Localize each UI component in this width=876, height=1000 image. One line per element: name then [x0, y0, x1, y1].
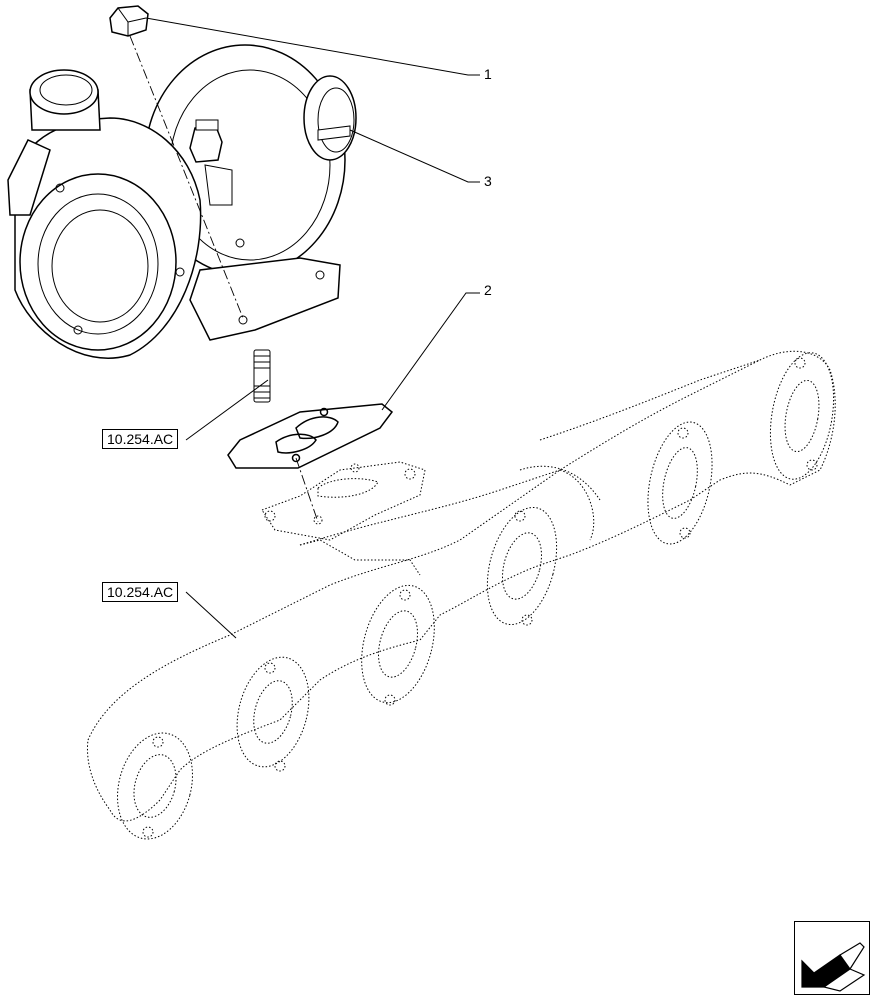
turbocharger-part	[7, 44, 357, 359]
leader-lines	[145, 17, 480, 639]
arrow-left-icon	[801, 942, 866, 992]
reference-link-lower[interactable]: 10.254.AC	[102, 582, 179, 602]
exhaust-manifold	[86, 350, 836, 840]
reference-link-upper[interactable]: 10.254.AC	[102, 429, 179, 449]
callout-1: 1	[484, 66, 492, 82]
gasket-part	[227, 403, 394, 469]
nut-part	[109, 5, 149, 37]
callout-3: 3	[484, 173, 492, 189]
stud-part	[253, 349, 271, 403]
callout-2: 2	[484, 282, 492, 298]
assembly-centerlines	[129, 35, 319, 523]
